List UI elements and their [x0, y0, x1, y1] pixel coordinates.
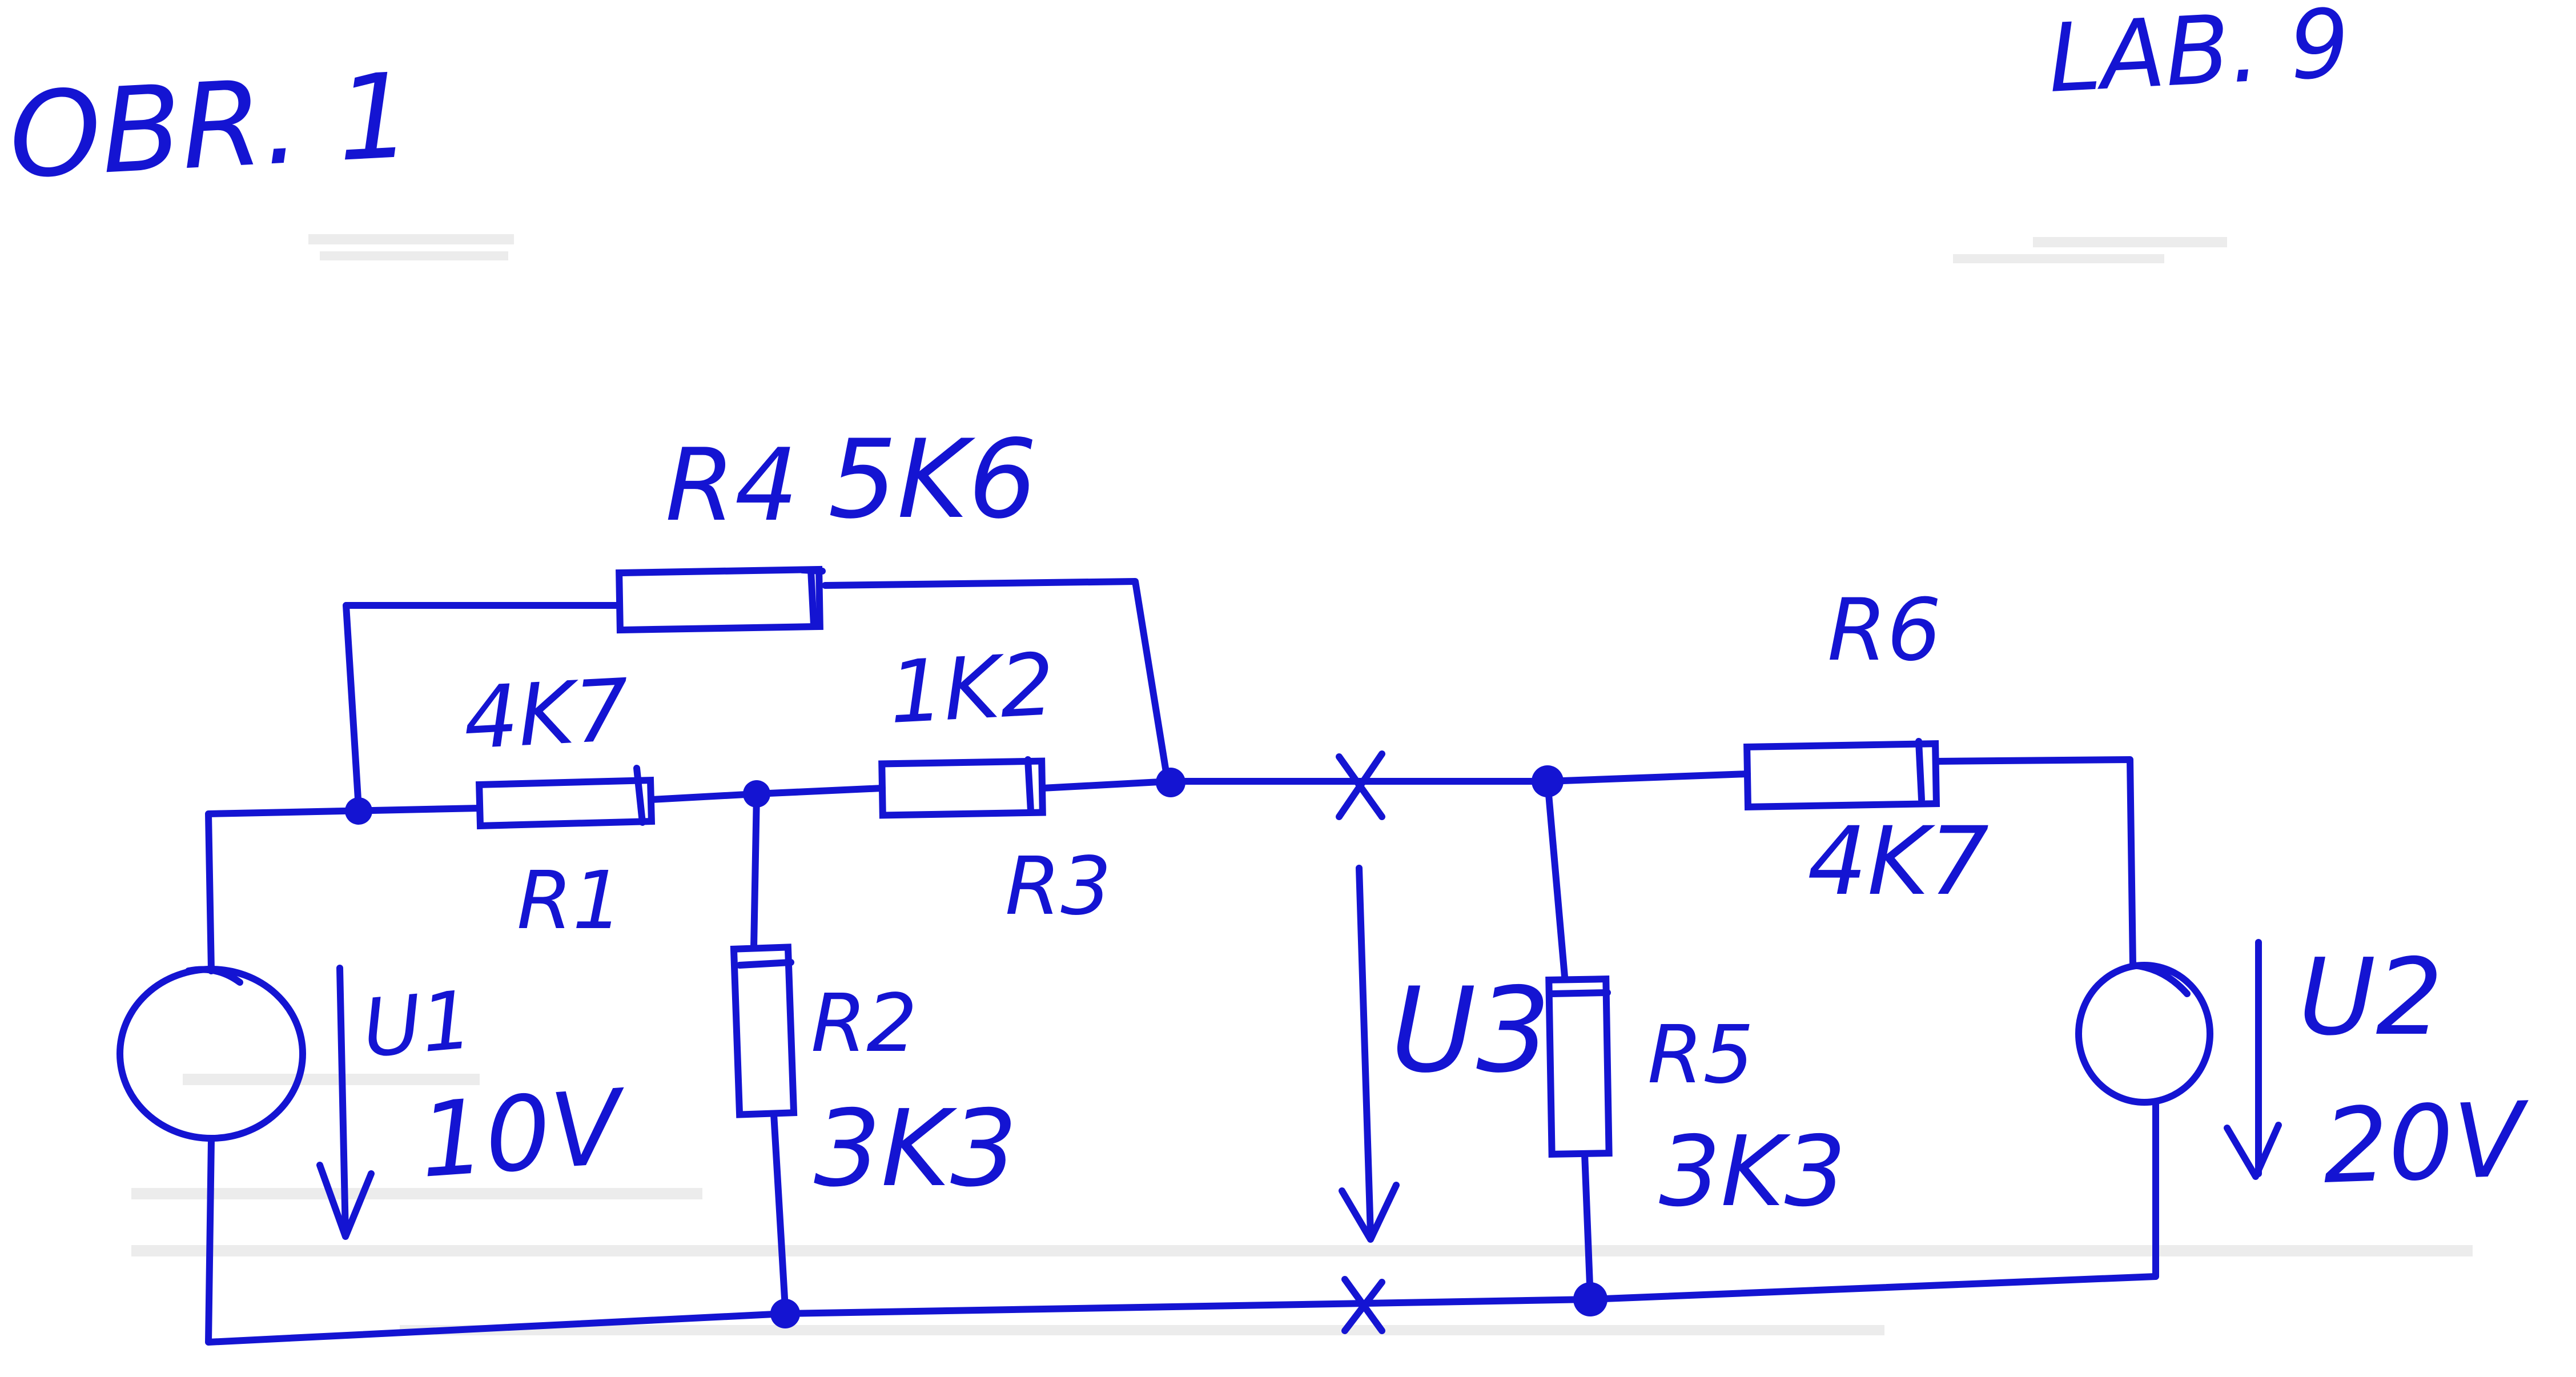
r5-resistor — [1545, 975, 1613, 1158]
u3-terminal-bottom-marker — [1341, 1276, 1385, 1334]
r3-name: R3 — [1005, 840, 1111, 933]
junction-dot — [770, 1299, 800, 1328]
r6-name: R6 — [1827, 581, 1942, 680]
junction-dot — [1156, 768, 1185, 797]
r6-resistor — [1743, 738, 1940, 810]
wire-r6-u2 — [1932, 756, 2136, 969]
junction-dot — [345, 797, 372, 825]
r4-resistor — [616, 565, 826, 634]
wire-r5node-r6 — [1544, 770, 1751, 785]
u3-name: U3 — [1391, 963, 1550, 1099]
figure-label: OBR. 1 — [6, 48, 415, 205]
wire-r5-bottom — [1581, 1150, 1594, 1303]
wire-left-top — [205, 805, 483, 974]
junction-dot — [743, 780, 770, 808]
wire-bottom — [205, 1099, 2159, 1346]
lab-label: LAB. 9 — [2045, 0, 2352, 114]
r5-name: R5 — [1647, 1009, 1754, 1102]
u1-voltage-arrow — [316, 965, 375, 1240]
junction-dot — [1532, 765, 1564, 797]
r4-name: R4 — [665, 428, 798, 544]
wire-r2-bottom — [770, 1110, 789, 1311]
r2-name: R2 — [811, 977, 917, 1070]
r2-resistor — [730, 944, 798, 1118]
paper-bleed-through — [131, 234, 2473, 1335]
wire-r3-node — [1039, 778, 1174, 792]
r1-resistor — [475, 765, 656, 830]
u2-value: 20V — [2321, 1080, 2532, 1207]
wire-r5-top — [1544, 778, 1568, 980]
r5-value: 3K3 — [1659, 1115, 1846, 1229]
junction-dot — [1573, 1282, 1608, 1316]
u3-voltage-arrow — [1339, 865, 1400, 1243]
r2-value: 3K3 — [814, 1087, 1018, 1210]
u1-name: U1 — [359, 974, 476, 1076]
wire-r2-top — [750, 790, 760, 952]
u3-terminal-top-marker — [1336, 750, 1385, 820]
u2-voltage-arrow — [2224, 939, 2282, 1180]
r3-value: 1K2 — [887, 635, 1057, 743]
wire-r4-left — [343, 602, 623, 812]
r6-value: 4K7 — [1807, 806, 1989, 916]
u2-name: U2 — [2298, 936, 2443, 1059]
u1-value: 10V — [416, 1067, 631, 1201]
r3-resistor — [878, 756, 1046, 819]
u1-source-symbol — [116, 966, 306, 1142]
r4-value: 5K6 — [828, 416, 1037, 543]
r1-name: R1 — [517, 854, 623, 948]
u2-source-symbol — [2075, 962, 2213, 1106]
wire-r4-right — [822, 578, 1171, 786]
r1-value: 4K7 — [461, 661, 632, 769]
